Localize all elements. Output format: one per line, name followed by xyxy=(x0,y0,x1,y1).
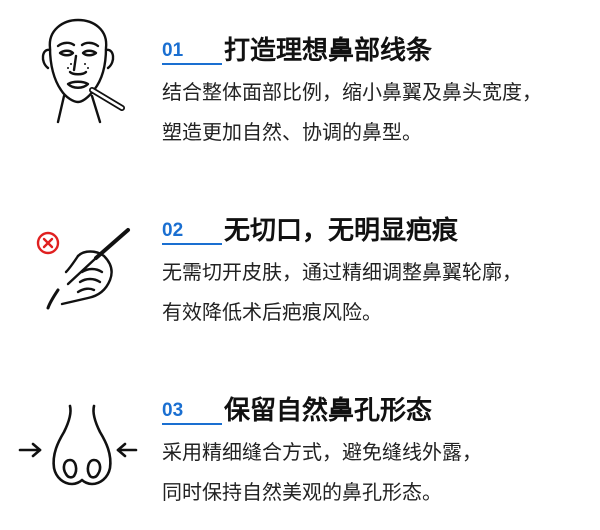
nose-narrowing-icon xyxy=(18,380,138,500)
item-description: 采用精细缝合方式，避免缝线外露， 同时保持自然美观的鼻孔形态。 xyxy=(162,432,592,512)
feature-item-1: 01 打造理想鼻部线条 结合整体面部比例，缩小鼻翼及鼻头宽度， 塑造更加自然、协… xyxy=(0,0,600,160)
face-with-pen-icon xyxy=(18,10,138,130)
item-description: 无需切开皮肤，通过精细调整鼻翼轮廓， 有效降低术后疤痕风险。 xyxy=(162,252,592,332)
feature-item-2: 02 无切口，无明显疤痕 无需切开皮肤，通过精细调整鼻翼轮廓， 有效降低术后疤痕… xyxy=(0,180,600,340)
description-line: 同时保持自然美观的鼻孔形态。 xyxy=(162,480,442,504)
description-line: 采用精细缝合方式，避免缝线外露， xyxy=(162,440,482,464)
number-underline xyxy=(162,243,222,245)
item-title: 无切口，无明显疤痕 xyxy=(224,216,459,246)
item-title: 打造理想鼻部线条 xyxy=(224,36,433,66)
description-line: 无需切开皮肤，通过精细调整鼻翼轮廓， xyxy=(162,260,522,284)
number-underline xyxy=(162,63,222,65)
description-line: 塑造更加自然、协调的鼻型。 xyxy=(162,120,422,144)
item-number: 02 xyxy=(162,220,184,241)
number-underline xyxy=(162,423,222,425)
hand-scalpel-no-incision-icon xyxy=(18,200,138,320)
description-line: 结合整体面部比例，缩小鼻翼及鼻头宽度， xyxy=(162,80,542,104)
item-number: 03 xyxy=(162,400,184,421)
item-title: 保留自然鼻孔形态 xyxy=(224,396,433,426)
description-line: 有效降低术后疤痕风险。 xyxy=(162,300,382,324)
feature-item-3: 03 保留自然鼻孔形态 采用精细缝合方式，避免缝线外露， 同时保持自然美观的鼻孔… xyxy=(0,360,600,520)
item-number: 01 xyxy=(162,40,184,61)
item-description: 结合整体面部比例，缩小鼻翼及鼻头宽度， 塑造更加自然、协调的鼻型。 xyxy=(162,72,592,152)
